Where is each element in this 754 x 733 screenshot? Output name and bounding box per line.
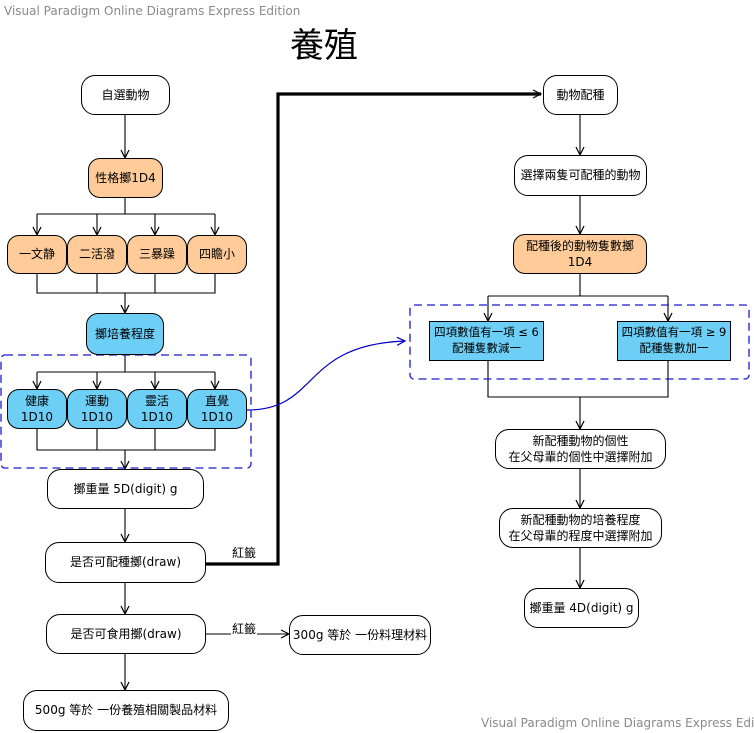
- personality-roll-node: 性格擲1D4: [88, 158, 163, 198]
- personality-option-4: 四瞻小: [187, 235, 247, 274]
- new-personality-line1: 新配種動物的個性: [532, 433, 629, 448]
- start-node: 自選動物: [81, 75, 170, 115]
- product-result-node: 500g 等於 一份養殖相關製品材料: [23, 690, 229, 731]
- choose-two-node: 選擇兩隻可配種的動物: [514, 155, 647, 196]
- attribute-health: 健康1D10: [7, 389, 67, 429]
- watermark-bottom: Visual Paradigm Online Diagrams Express …: [481, 716, 754, 730]
- condition-high-line1: 四項數值有一項 ≥ 9: [621, 325, 727, 340]
- training-roll-node: 擲培養程度: [86, 313, 164, 355]
- new-personality-node: 新配種動物的個性 在父母輩的個性中選擇附加: [495, 429, 666, 469]
- page-title: 養殖: [290, 26, 358, 66]
- new-training-node: 新配種動物的培養程度 在父母輩的程度中選擇附加: [499, 508, 662, 548]
- personality-option-2: 二活潑: [67, 235, 127, 274]
- condition-low-line2: 配種隻數減一: [452, 341, 521, 355]
- watermark-top: Visual Paradigm Online Diagrams Express …: [4, 4, 301, 18]
- condition-high-line2: 配種隻數加一: [639, 341, 709, 355]
- red-label-edible: 紅籤: [231, 620, 258, 637]
- count-roll-node: 配種後的動物隻數擲1D4: [513, 234, 647, 274]
- attribute-intuition: 直覺1D10: [187, 389, 247, 429]
- breedable-check-node: 是否可配種擲(draw): [45, 542, 206, 583]
- breeding-start-node: 動物配種: [543, 75, 618, 115]
- attribute-agility: 靈活1D10: [127, 389, 187, 429]
- new-personality-line2: 在父母輩的個性中選擇附加: [508, 450, 653, 464]
- red-label-breed: 紅籤: [231, 544, 258, 561]
- edible-check-node: 是否可食用擲(draw): [46, 614, 206, 654]
- weight-roll-node: 擲重量 5D(digit) g: [47, 469, 204, 509]
- attribute-exercise: 運動1D10: [67, 389, 127, 429]
- condition-low-line1: 四項數值有一項 ≤ 6: [434, 325, 539, 340]
- condition-low-node: 四項數值有一項 ≤ 6 配種隻數減一: [429, 321, 544, 361]
- edible-result-node: 300g 等於 一份料理材料: [289, 615, 431, 655]
- new-training-line1: 新配種動物的培養程度: [520, 512, 641, 527]
- condition-high-node: 四項數值有一項 ≥ 9 配種隻數加一: [617, 321, 731, 361]
- personality-option-1: 一文静: [7, 235, 67, 274]
- breeding-weight-roll-node: 擲重量 4D(digit) g: [524, 588, 639, 628]
- new-training-line2: 在父母輩的程度中選擇附加: [508, 529, 653, 543]
- personality-option-3: 三暴躁: [127, 235, 187, 274]
